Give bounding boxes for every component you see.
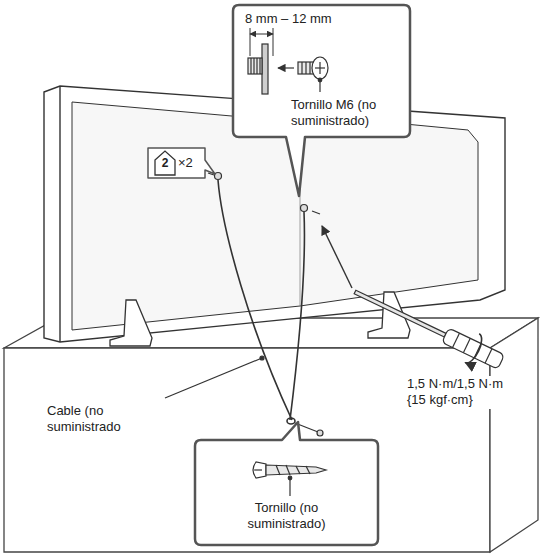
m6-screw-part xyxy=(312,57,328,79)
quantity-box: 2×2 xyxy=(148,148,205,178)
screwdriver-part xyxy=(442,328,505,369)
screwdriver-part xyxy=(354,290,446,337)
m6-screw-part xyxy=(278,67,294,68)
callout-text: Tornillo M6 (no suministrado) xyxy=(291,97,403,130)
m6-screw-part xyxy=(318,78,322,82)
part-label: Cable (no suministrado xyxy=(45,403,157,436)
m6-screw-part xyxy=(309,62,310,74)
wood-screw-part xyxy=(276,465,280,475)
bracket-detail-part xyxy=(256,58,257,74)
callout-text: 2 xyxy=(155,156,175,171)
house-icon-part xyxy=(155,151,175,175)
tv-screws-part xyxy=(301,205,308,212)
tv-screws-part xyxy=(312,211,320,214)
screwdriver-part xyxy=(485,349,492,363)
anchor-cable-part xyxy=(218,180,292,420)
screwdriver-part xyxy=(465,334,485,366)
bracket-detail-part xyxy=(250,58,251,74)
screwdriver-part xyxy=(463,338,470,352)
cabinet-screw-part xyxy=(317,430,323,436)
m6-screw-part xyxy=(301,62,302,74)
cable-leader-part xyxy=(260,356,264,360)
callout-text: Tornillo (no suministrado) xyxy=(225,500,348,533)
wood-screw-part xyxy=(296,466,300,474)
screw-arrow xyxy=(322,226,352,288)
cable-leader xyxy=(165,356,264,398)
callout-box: Tornillo (no suministrado) xyxy=(195,440,378,545)
tv-screws xyxy=(208,173,320,215)
wood-screw-part xyxy=(254,469,262,470)
torque-label: 1,5 N·m/1,5 N·m {15 kgf·cm} xyxy=(405,376,515,409)
callout-frame-part xyxy=(148,148,215,178)
tv-set-part xyxy=(59,86,60,342)
anchor-cable xyxy=(218,180,304,424)
wood-screw-part xyxy=(266,465,326,475)
wood-screw-part xyxy=(253,462,266,478)
wood-screw-part xyxy=(289,478,290,496)
wood-screw-part xyxy=(288,476,292,480)
callout-frame xyxy=(148,5,410,545)
bracket-detail xyxy=(248,44,268,94)
wood-screw-part xyxy=(306,466,310,474)
tv-stand xyxy=(110,292,410,346)
callout-text: ×2 xyxy=(178,155,204,171)
wood-screw xyxy=(253,462,326,496)
cable-leader-part xyxy=(165,358,262,398)
screw-arrow-part xyxy=(322,226,352,288)
anchor-cable-part xyxy=(290,212,304,420)
m6-screw-part xyxy=(305,62,306,74)
anchor-cable-part xyxy=(287,418,295,424)
dimension-lines-part xyxy=(273,28,274,56)
callout-text: 8 mm – 12 mm xyxy=(245,11,395,27)
dimension-lines-part xyxy=(250,34,273,35)
m6-screw-part xyxy=(315,67,325,68)
screwdriver xyxy=(348,278,508,377)
callout-frame-part xyxy=(195,422,378,545)
dimension-lines-part xyxy=(250,28,251,56)
tv-cabinet xyxy=(4,318,538,552)
screwdriver-part xyxy=(453,333,460,347)
callout-box: 8 mm – 12 mm Tornillo M6 (no suministrado… xyxy=(233,5,410,137)
m6-screw xyxy=(278,57,328,92)
bracket-detail-part xyxy=(253,58,254,74)
wood-screw-part xyxy=(286,465,290,475)
callout-frame-part xyxy=(233,5,410,196)
bracket-detail-part xyxy=(259,58,260,74)
bracket-detail-part xyxy=(262,44,268,94)
bracket-detail-part xyxy=(248,58,262,74)
tv-stand-part xyxy=(110,300,152,346)
house-icon xyxy=(155,151,175,175)
